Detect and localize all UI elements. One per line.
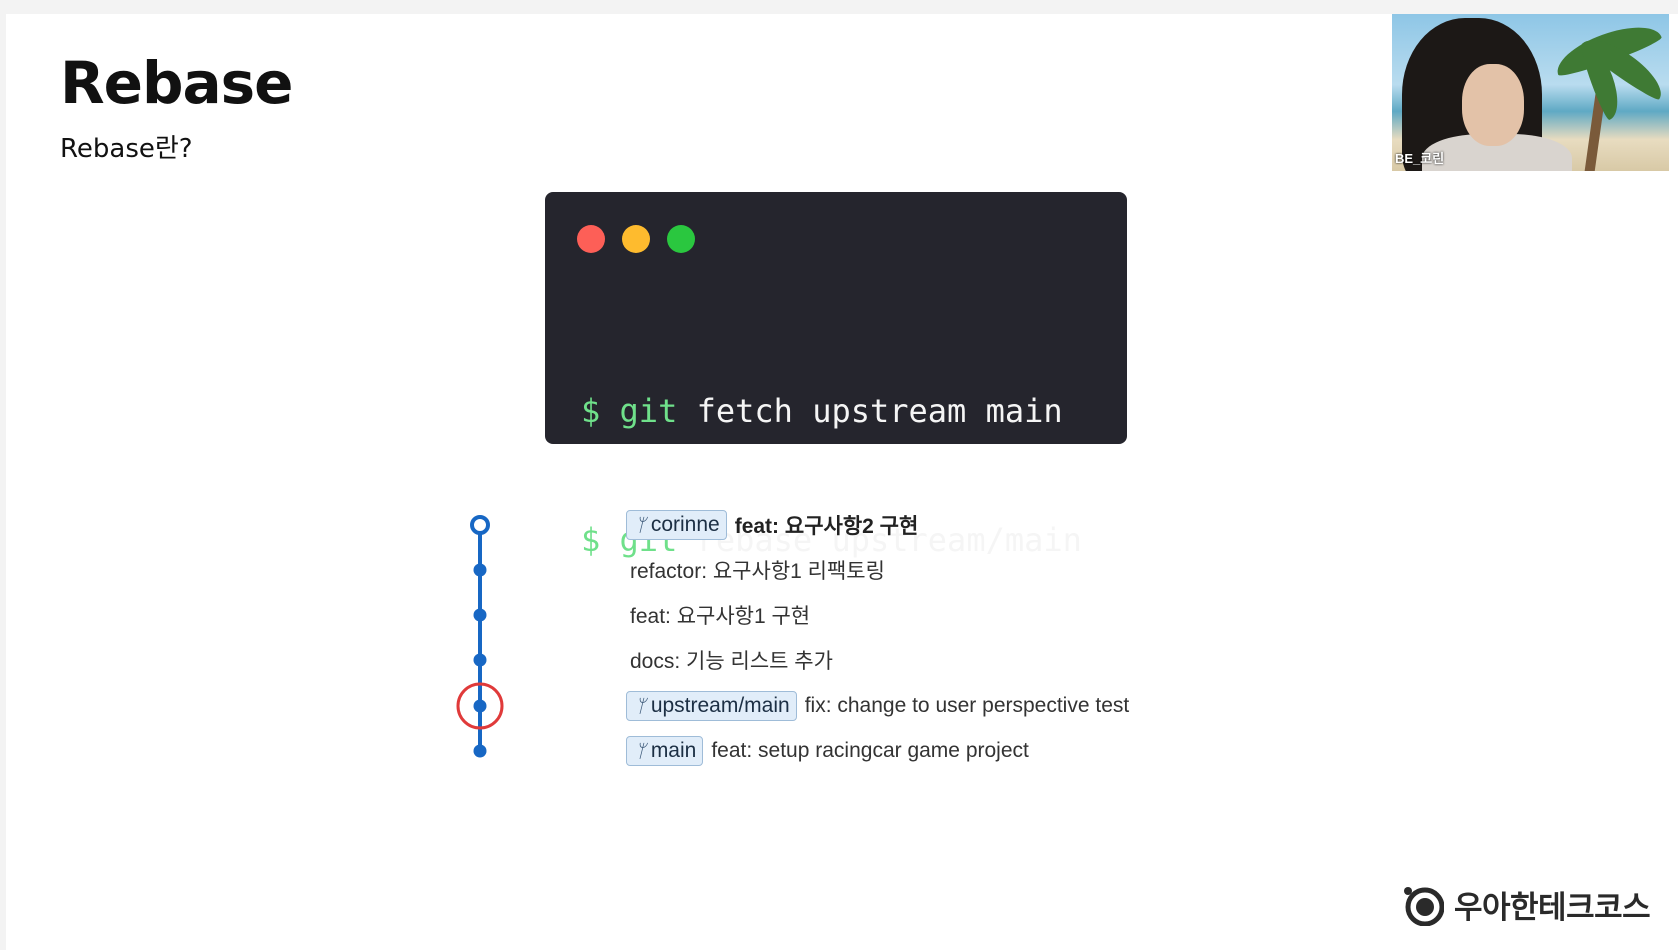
commit-message: feat: setup racingcar game project [711, 739, 1029, 762]
command-args: fetch upstream main [696, 392, 1063, 430]
minimize-dot-icon [622, 225, 650, 253]
slide-subtitle: Rebase란? [60, 134, 193, 164]
brand-logo-text: 우아한테크코스 [1454, 890, 1651, 926]
prompt-symbol: $ [581, 521, 601, 559]
commit-node [473, 563, 487, 577]
git-branch-icon: ᛘ [635, 740, 646, 761]
commit-row[interactable]: refactor: 요구사항1 리팩토링 [630, 553, 885, 587]
maximize-dot-icon [667, 225, 695, 253]
terminal-window: $ git fetch upstream main $ git rebase u… [545, 192, 1127, 559]
commit-node [473, 653, 487, 667]
commit-message: feat: 요구사항2 구현 [734, 515, 919, 538]
brand-logo: 우아한테크코스 [1402, 882, 1651, 927]
commit-row[interactable]: feat: 요구사항1 구현 [630, 598, 810, 632]
commit-node [473, 699, 487, 713]
commit-message: feat: 요구사항1 구현 [630, 605, 811, 628]
close-dot-icon [577, 225, 605, 253]
command-name: git [619, 392, 678, 430]
commit-node-head [470, 515, 490, 535]
commit-node [473, 744, 487, 758]
branch-name: corinne [650, 513, 720, 536]
commit-message: fix: change to user perspective test [804, 694, 1130, 717]
commit-node [473, 608, 487, 622]
slide-title: Rebase [60, 49, 294, 117]
participant-face [1462, 64, 1524, 146]
terminal-code: $ git fetch upstream main $ git rebase u… [581, 304, 1082, 648]
terminal-line: $ git fetch upstream main [581, 390, 1082, 433]
commit-graph [456, 515, 504, 758]
prompt-symbol: $ [581, 392, 601, 430]
branch-name: main [650, 739, 697, 762]
webcam-video[interactable]: BE_코린 [1392, 14, 1669, 171]
git-branch-icon: ᛘ [635, 514, 646, 535]
commit-message: refactor: 요구사항1 리팩토링 [630, 560, 885, 583]
commit-row[interactable]: docs: 기능 리스트 추가 [630, 643, 833, 677]
commit-message: docs: 기능 리스트 추가 [630, 650, 833, 673]
git-branch-icon: ᛘ [635, 695, 646, 716]
branch-name: upstream/main [650, 694, 790, 717]
highlight-circle [456, 682, 504, 730]
brand-logo-icon [1404, 886, 1444, 926]
participant-name: BE_코린 [1395, 151, 1445, 166]
